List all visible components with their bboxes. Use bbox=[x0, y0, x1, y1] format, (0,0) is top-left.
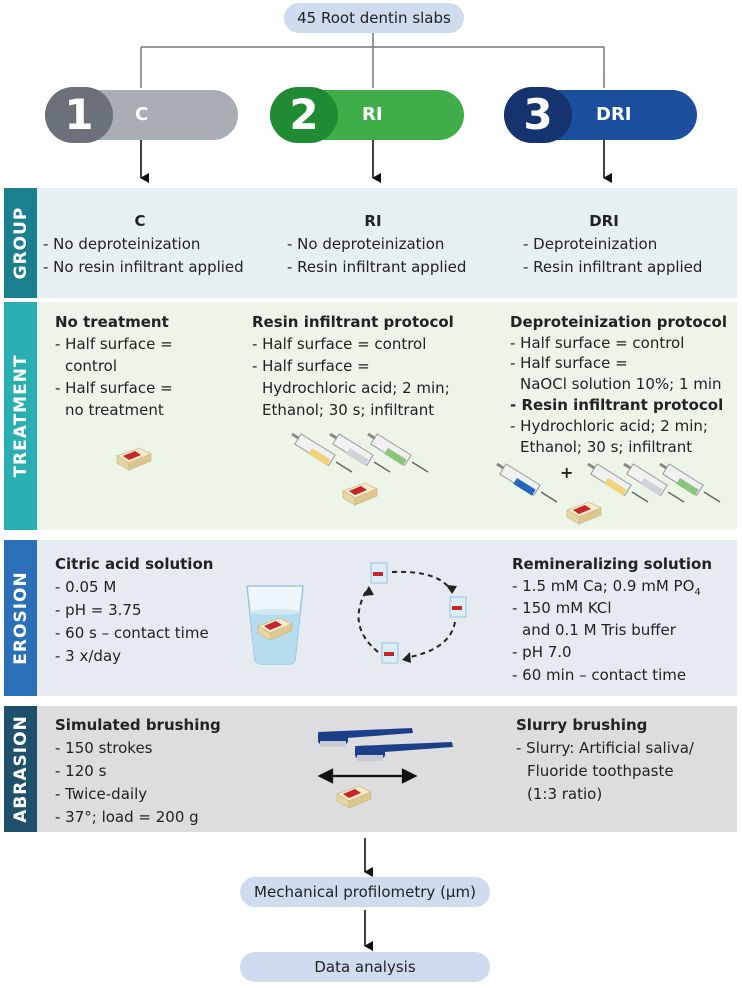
treatment-dri-subtitle: - Resin infiltrant protocol bbox=[510, 396, 724, 414]
small-beaker-icon bbox=[449, 596, 467, 618]
treatment-ri-line-4: Ethanol; 30 s; infiltrant bbox=[262, 401, 435, 419]
treatment-dri-title: Deproteinization protocol bbox=[510, 313, 727, 331]
toothbrush-icon bbox=[355, 742, 453, 761]
group-c-line-2: - No resin infiltrant applied bbox=[43, 258, 244, 276]
group-panel bbox=[37, 188, 737, 298]
section-label-group: GROUP bbox=[4, 188, 37, 298]
group-dri-line-2: - Resin infiltrant applied bbox=[523, 258, 703, 276]
treatment-ri-title: Resin infiltrant protocol bbox=[252, 313, 454, 331]
syringe-icon bbox=[366, 432, 430, 474]
erosion-right-line-2: - 150 mM KCl bbox=[512, 599, 612, 617]
erosion-right-line-1-text: - 1.5 mM Ca; 0.9 mM PO bbox=[512, 577, 695, 595]
section-label-treatment: TREATMENT bbox=[4, 302, 37, 530]
erosion-right-line-5: - 60 min – contact time bbox=[512, 666, 687, 684]
phosphate-subscript: 4 bbox=[694, 587, 701, 598]
syringe-icon bbox=[495, 462, 559, 504]
small-beaker-icon bbox=[370, 562, 388, 584]
group-label-ri: RI bbox=[362, 104, 383, 125]
abrasion-left-line-3: - Twice-daily bbox=[55, 785, 148, 803]
treatment-c-line-1: - Half surface = bbox=[55, 335, 173, 353]
group-number-2: 2 bbox=[270, 87, 338, 143]
erosion-right-line-3: and 0.1 M Tris buffer bbox=[522, 621, 676, 639]
treatment-c-title: No treatment bbox=[55, 313, 169, 331]
abrasion-right-line-2: Fluoride toothpaste bbox=[527, 762, 674, 780]
abrasion-panel bbox=[37, 706, 737, 832]
abrasion-left-line-4: - 37°; load = 200 g bbox=[55, 808, 199, 826]
group-c-title: C bbox=[134, 212, 146, 230]
plus-sign: + bbox=[560, 463, 574, 482]
syringe-icon bbox=[328, 432, 392, 474]
group-number-3: 3 bbox=[504, 87, 572, 143]
erosion-left-line-3: - 60 s – contact time bbox=[55, 624, 209, 642]
group-c-line-1: - No deproteinization bbox=[43, 235, 201, 253]
group-dri-title: DRI bbox=[589, 212, 619, 230]
abrasion-left-line-2: - 120 s bbox=[55, 762, 107, 780]
group-ri-line-2: - Resin infiltrant applied bbox=[287, 258, 467, 276]
toothbrush-icon bbox=[318, 728, 413, 747]
treatment-dri-line-1: - Half surface = control bbox=[510, 334, 685, 352]
treatment-dri-line-3: NaOCl solution 10%; 1 min bbox=[520, 375, 722, 393]
slab-icon bbox=[336, 785, 372, 809]
double-arrow-icon bbox=[317, 768, 418, 784]
small-beaker-icon bbox=[381, 642, 399, 664]
group-label-dri: DRI bbox=[596, 104, 632, 125]
erosion-left-line-2: - pH = 3.75 bbox=[55, 601, 142, 619]
group-ri-title: RI bbox=[364, 212, 382, 230]
treatment-dri-line-4: - Hydrochloric acid; 2 min; bbox=[510, 417, 708, 435]
section-label-erosion: EROSION bbox=[4, 540, 37, 696]
treatment-ri-line-2: - Half surface = bbox=[252, 357, 370, 375]
group-label-c: C bbox=[135, 104, 149, 125]
treatment-dri-line-2: - Half surface = bbox=[510, 354, 628, 372]
treatment-c-line-3: - Half surface = bbox=[55, 379, 173, 397]
syringe-icon bbox=[622, 462, 686, 504]
group-ri-line-1: - No deproteinization bbox=[287, 235, 445, 253]
abrasion-left-title: Simulated brushing bbox=[55, 716, 221, 734]
section-label-abrasion: ABRASION bbox=[4, 706, 37, 832]
abrasion-right-line-1: - Slurry: Artificial saliva/ bbox=[516, 739, 694, 757]
syringe-icon bbox=[290, 432, 354, 474]
erosion-left-title: Citric acid solution bbox=[55, 555, 214, 573]
erosion-right-line-1: - 1.5 mM Ca; 0.9 mM PO4 bbox=[512, 575, 701, 604]
erosion-right-line-4: - pH 7.0 bbox=[512, 643, 572, 661]
group-pill-dri: 3 DRI bbox=[504, 87, 697, 143]
treatment-c-line-4: no treatment bbox=[65, 401, 164, 419]
abrasion-right-line-3: (1:3 ratio) bbox=[527, 785, 603, 803]
treatment-ri-line-3: Hydrochloric acid; 2 min; bbox=[262, 379, 450, 397]
abrasion-left-line-1: - 150 strokes bbox=[55, 739, 153, 757]
group-pill-c: 1 C bbox=[45, 87, 238, 143]
treatment-c-line-2: control bbox=[65, 357, 117, 375]
abrasion-right-title: Slurry brushing bbox=[516, 716, 648, 734]
treatment-ri-line-1: - Half surface = control bbox=[252, 335, 427, 353]
treatment-dri-line-5: Ethanol; 30 s; infiltrant bbox=[520, 438, 693, 456]
erosion-right-title: Remineralizing solution bbox=[512, 555, 713, 573]
group-number-1: 1 bbox=[45, 87, 113, 143]
erosion-left-line-4: - 3 x/day bbox=[55, 647, 122, 665]
syringe-icon bbox=[658, 462, 722, 504]
group-pill-ri: 2 RI bbox=[270, 87, 464, 143]
root-dentin-slabs-box: 45 Root dentin slabs bbox=[284, 3, 464, 33]
profilometry-box: Mechanical profilometry (μm) bbox=[240, 877, 490, 907]
syringe-icon bbox=[586, 462, 650, 504]
erosion-left-line-1: - 0.05 M bbox=[55, 578, 117, 596]
group-dri-line-1: - Deproteinization bbox=[523, 235, 658, 253]
data-analysis-box: Data analysis bbox=[240, 952, 490, 982]
